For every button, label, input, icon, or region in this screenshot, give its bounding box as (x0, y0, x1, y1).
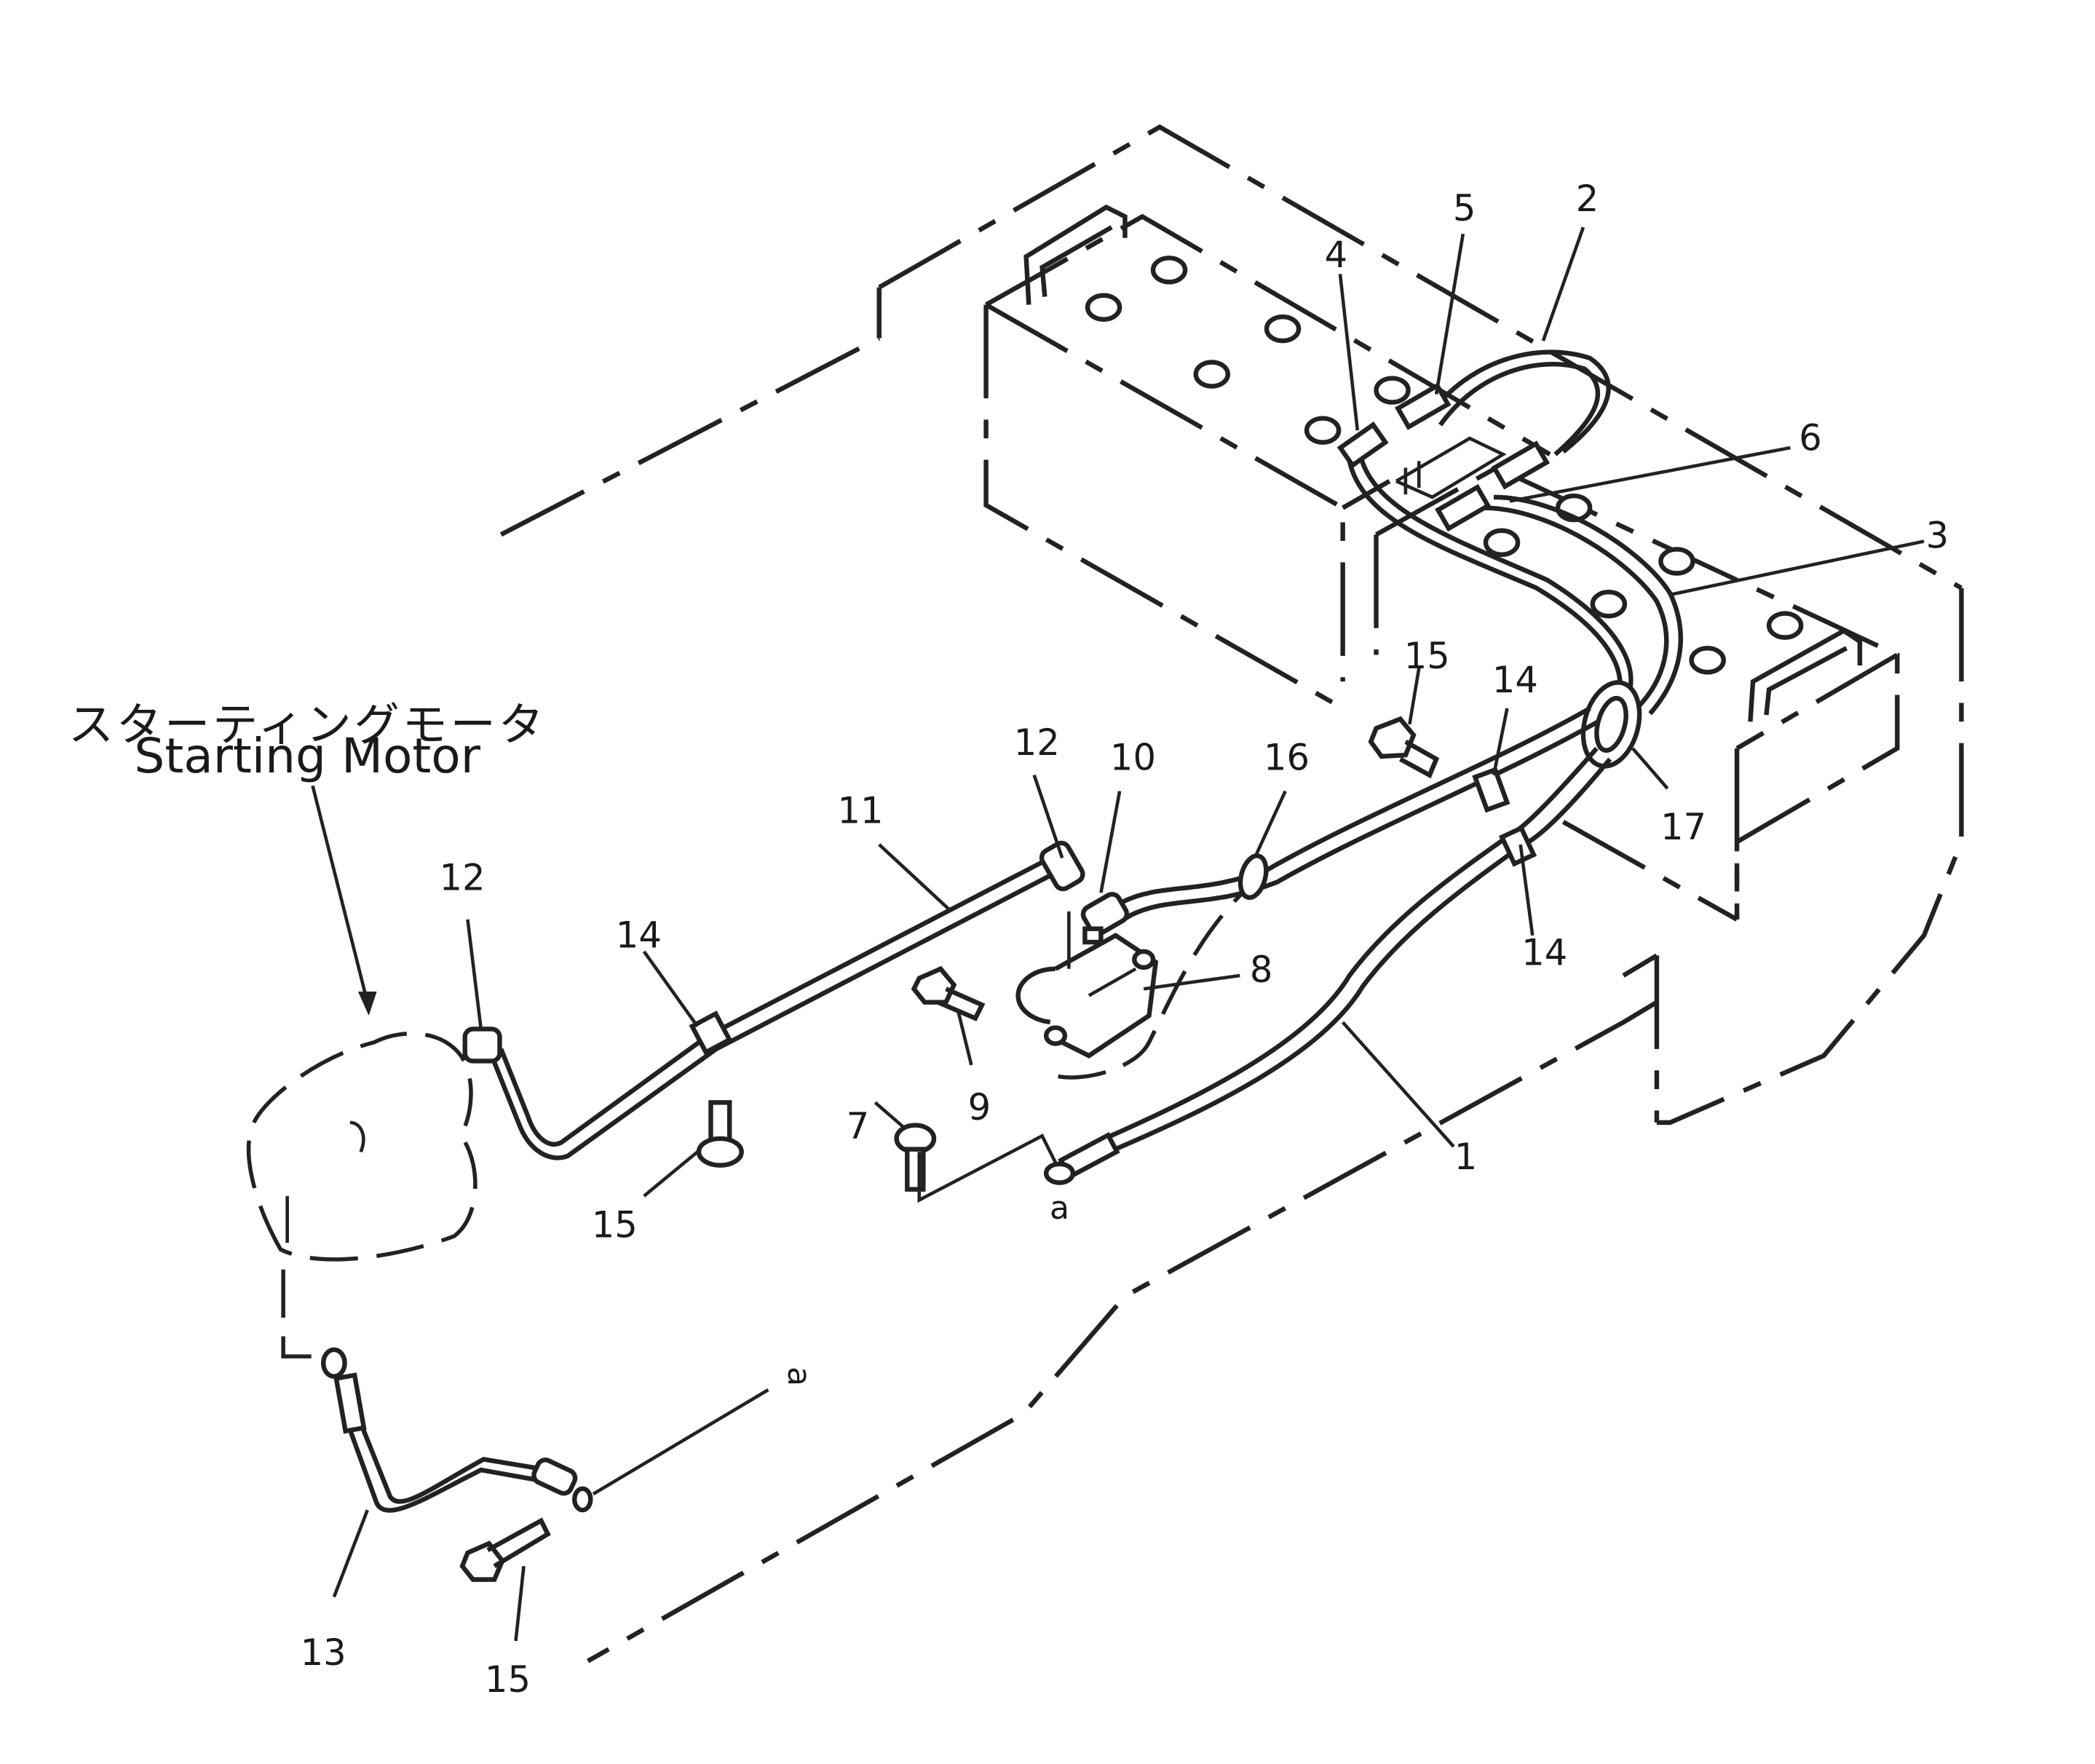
connection-mark-a: a (1050, 1190, 1069, 1227)
terminal-cover (1395, 436, 1507, 499)
callout-13: 13 (301, 1631, 346, 1674)
battery-caps-front (1483, 493, 1804, 675)
battery-jumper-cable (1395, 349, 1611, 490)
battery-relay (1015, 911, 1159, 1059)
bolt-15-mid (696, 1100, 744, 1168)
callout-3: 3 (1926, 515, 1949, 557)
cable-ground (1043, 746, 1612, 1185)
callout-9: 9 (968, 1086, 991, 1128)
cable-band (1237, 853, 1269, 901)
callout-10: 10 (1110, 736, 1156, 778)
connection-bracket-b: a (592, 1366, 817, 1496)
bolt-15-top (1368, 716, 1440, 779)
starting-motor (246, 1031, 478, 1358)
leader-lines (311, 226, 1925, 1642)
connection-bracket-a: a (917, 1134, 1069, 1227)
cable-motor-ground (320, 1347, 593, 1513)
callout-7: 7 (847, 1105, 870, 1147)
callout-17: 17 (1660, 806, 1706, 848)
starting-motor-arrowhead (357, 992, 377, 1016)
callout-12b: 12 (440, 857, 486, 899)
bolt-9 (911, 965, 986, 1021)
connection-mark-b: a (780, 1366, 817, 1386)
callout-15b: 15 (485, 1658, 531, 1701)
cable-starter (462, 840, 1085, 1160)
starting-motor-caption-ja: スターティングモータ (68, 698, 547, 751)
callout-14c: 14 (1521, 931, 1567, 973)
callout-2: 2 (1576, 178, 1599, 220)
battery-cable-positive (1435, 483, 1683, 716)
callout-4: 4 (1325, 234, 1348, 276)
grommet (1580, 680, 1642, 769)
callout-6: 6 (1799, 417, 1822, 459)
callout-11: 11 (838, 790, 884, 832)
machine-frame-outline (499, 124, 1964, 1664)
bolt-15-bottom (459, 1517, 551, 1582)
clamp-cable-10 (1472, 767, 1510, 813)
battery-front (1374, 464, 1900, 922)
callout-14a: 14 (616, 914, 662, 956)
starting-motor-caption-en: Starting Motor (134, 728, 480, 784)
battery-rear (983, 204, 1551, 711)
battery-cable-negative (1336, 422, 1633, 703)
callout-15c: 15 (1404, 635, 1450, 677)
callout-15a: 15 (592, 1204, 638, 1246)
callout-1: 1 (1454, 1136, 1478, 1178)
callout-8: 8 (1250, 949, 1273, 991)
battery-caps-rear (1085, 256, 1411, 445)
callout-5: 5 (1453, 187, 1476, 229)
bolt-7 (894, 1123, 937, 1192)
cable-relay (1055, 706, 1599, 1080)
clamp-cable-11 (689, 1010, 733, 1056)
callout-labels: 1 2 3 4 5 6 7 8 9 10 11 12 12 13 14 14 1… (301, 178, 1949, 1701)
callout-16: 16 (1264, 736, 1310, 778)
callout-12a: 12 (1014, 721, 1060, 764)
callout-14b: 14 (1492, 659, 1538, 701)
